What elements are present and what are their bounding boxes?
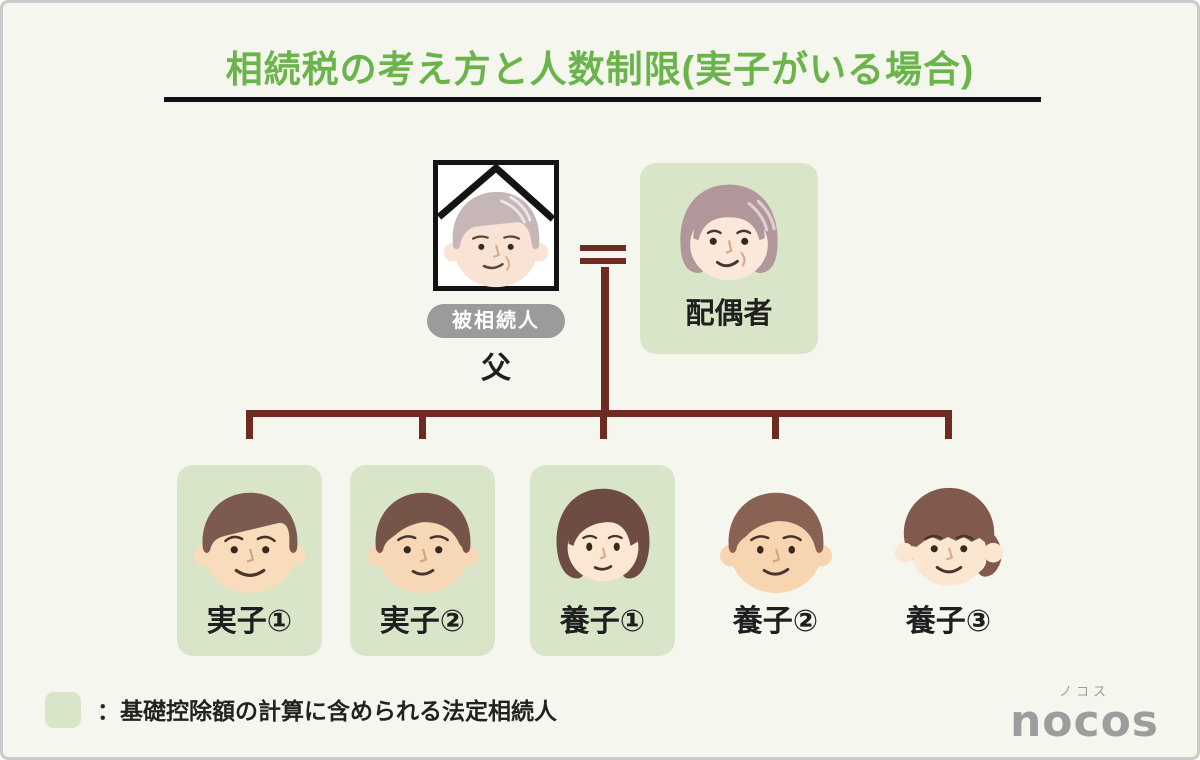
nocos-logo: ノコス nocos bbox=[1010, 681, 1159, 744]
child-name: 養子② bbox=[732, 605, 819, 638]
logo-wordmark: nocos bbox=[1009, 696, 1159, 747]
child-drop-line-5 bbox=[945, 410, 952, 439]
boy-face-icon bbox=[366, 492, 479, 594]
child-drop-line-1 bbox=[246, 410, 253, 439]
child-name: 養子③ bbox=[905, 605, 992, 638]
child-card-5: 養子③ bbox=[876, 465, 1021, 656]
marriage-double-bar-top bbox=[580, 245, 626, 251]
father-face-icon bbox=[443, 191, 549, 288]
child-card-1: 実子① bbox=[177, 465, 322, 656]
spouse-name: 配偶者 bbox=[685, 298, 773, 330]
children-horizontal-line bbox=[246, 410, 952, 417]
child-drop-line-4 bbox=[772, 410, 779, 439]
girl-face-icon bbox=[894, 487, 1003, 586]
decedent-portrait bbox=[433, 160, 559, 291]
legend-highlight-swatch bbox=[45, 692, 81, 728]
child-card-4: 養子② bbox=[703, 465, 848, 656]
boy-face-icon bbox=[719, 492, 832, 594]
child-name: 養子① bbox=[559, 605, 646, 638]
legend-label: ：基礎控除額の計算に含められる法定相続人 bbox=[97, 698, 557, 724]
title-underline bbox=[164, 97, 1041, 102]
page-title: 相続税の考え方と人数制限(実子がいる場合) bbox=[225, 49, 975, 90]
spouse-card: 配偶者 bbox=[640, 163, 818, 354]
child-card-3: 養子① bbox=[530, 465, 675, 656]
logo-kana: ノコス bbox=[1058, 684, 1110, 699]
woman-face-icon bbox=[555, 488, 650, 582]
decedent-name: 父 bbox=[481, 352, 511, 385]
mourning-ribbon-icon bbox=[438, 165, 554, 222]
child-card-2: 実子② bbox=[350, 465, 495, 656]
boy-face-icon bbox=[193, 492, 306, 594]
child-drop-line-3 bbox=[600, 410, 607, 439]
child-drop-line-2 bbox=[419, 410, 426, 439]
marriage-double-bar-bottom bbox=[580, 258, 626, 264]
spouse-face-icon bbox=[680, 184, 778, 281]
child-name: 実子② bbox=[379, 605, 466, 638]
decedent-badge: 被相続人 bbox=[427, 304, 565, 338]
marriage-vertical-line bbox=[601, 258, 609, 417]
child-name: 実子① bbox=[206, 605, 293, 638]
